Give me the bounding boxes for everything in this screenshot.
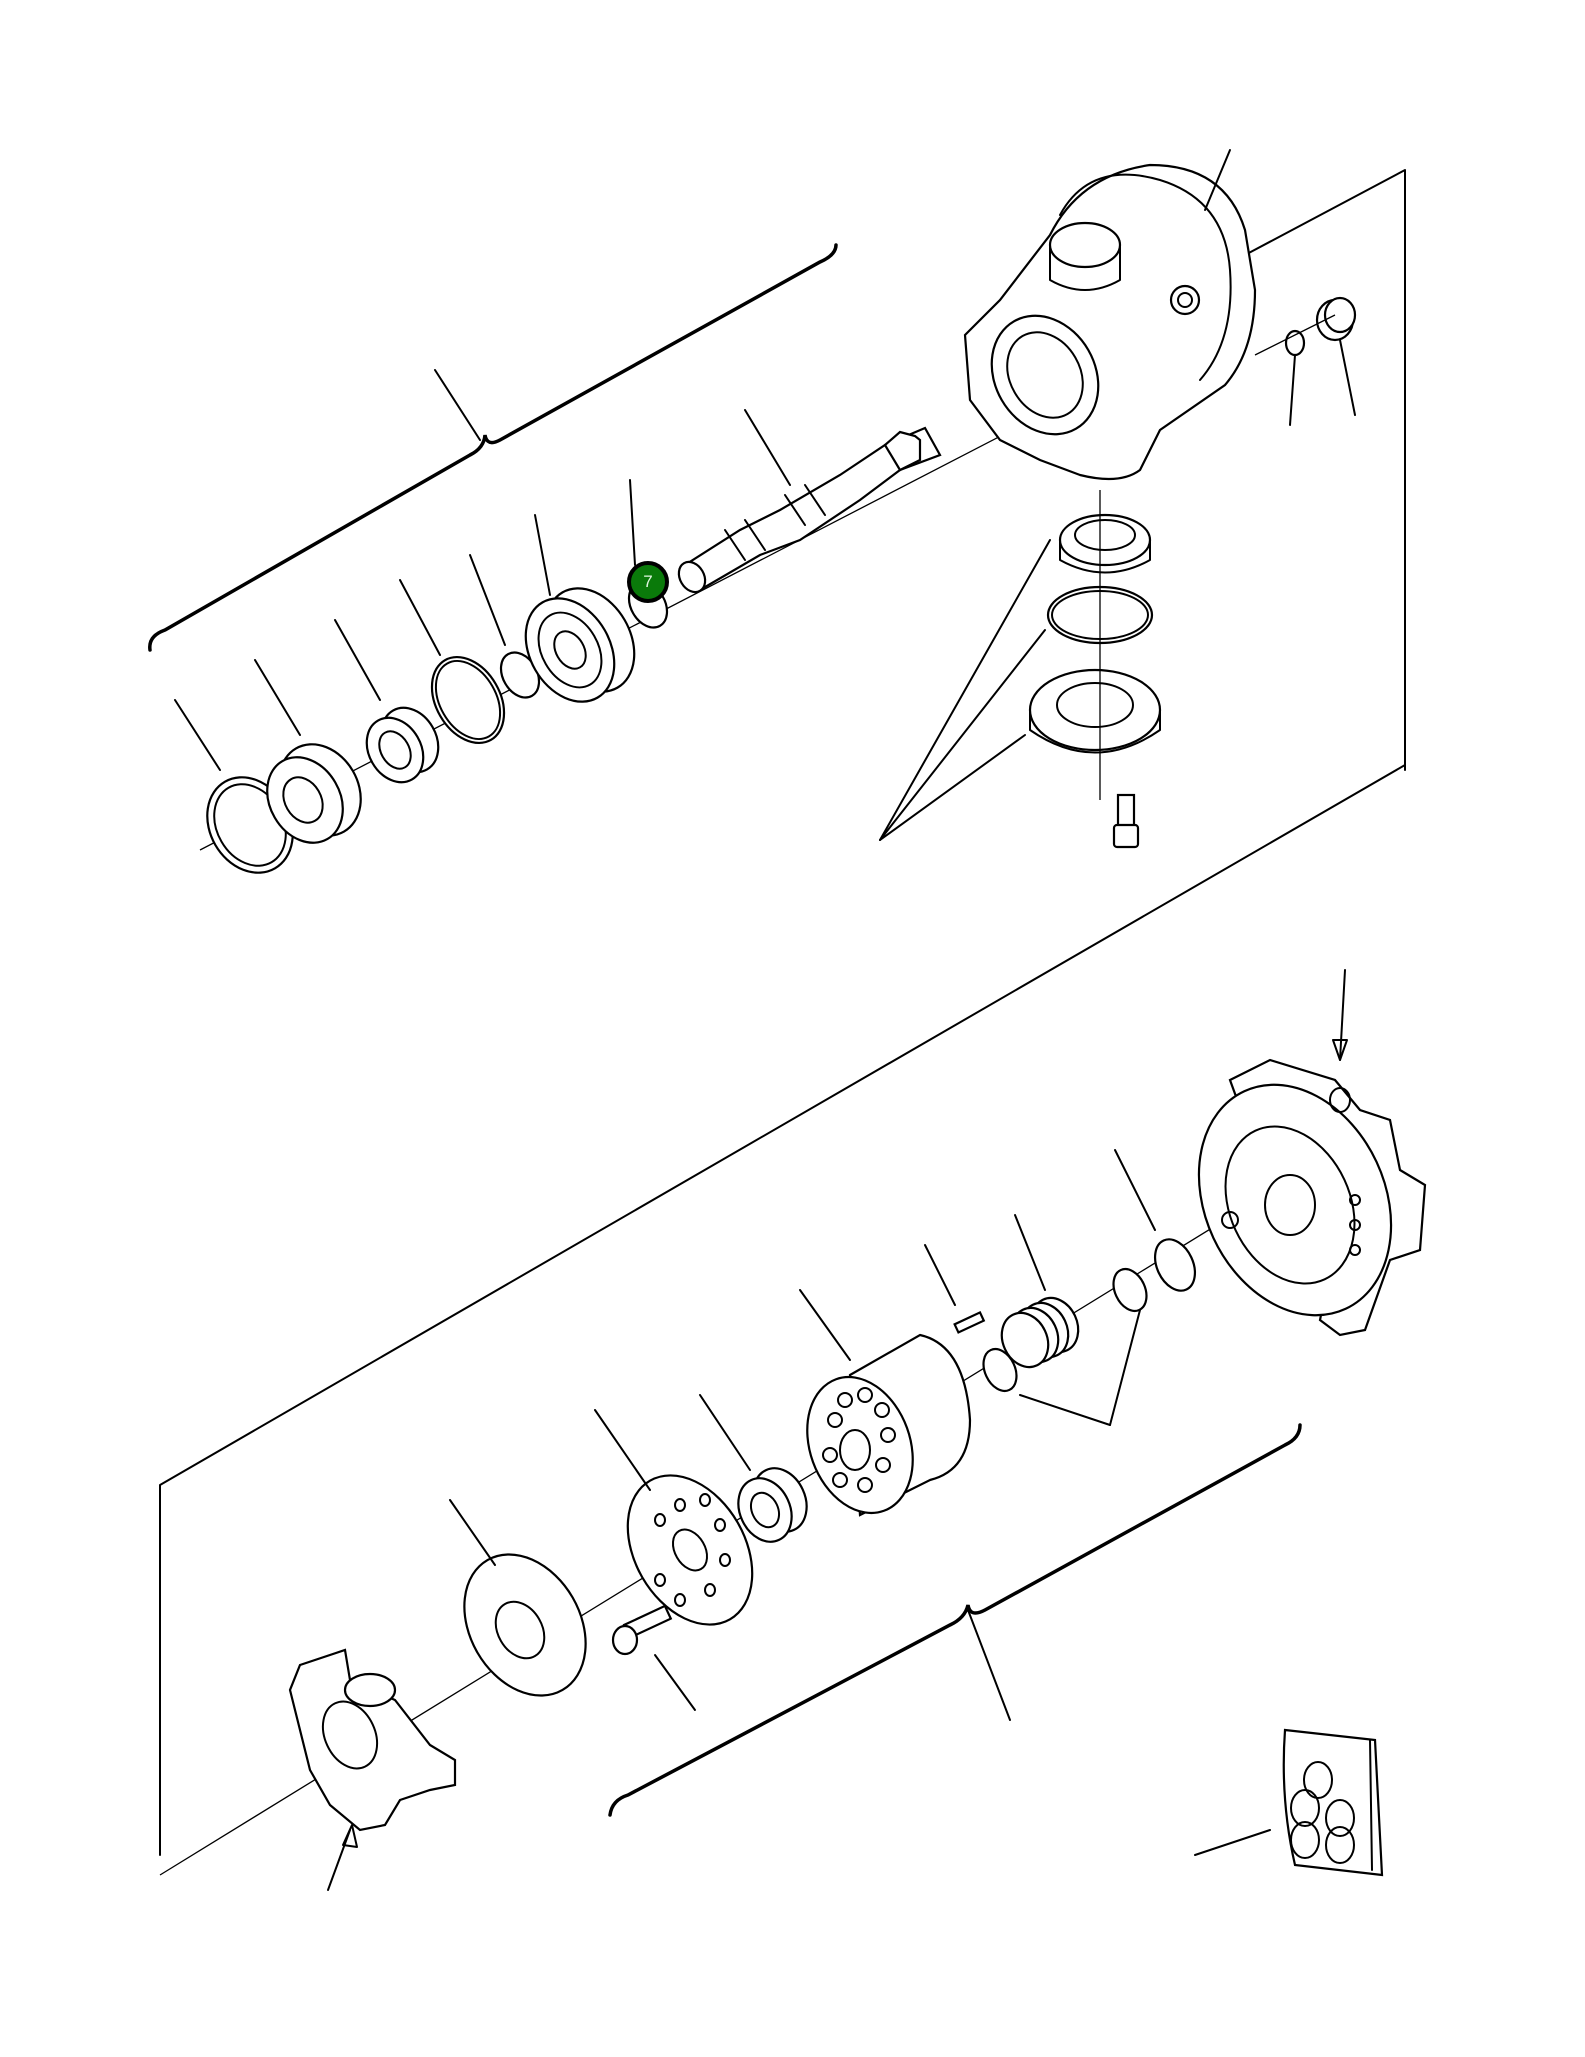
part-guide-pin — [611, 1604, 696, 1711]
part-seal-kit-pack — [1194, 1728, 1384, 1877]
part-plug-with-o-ring — [1254, 296, 1357, 426]
part-circlip-lower — [1114, 1149, 1197, 1292]
part-shaft-seal-kit — [879, 490, 1162, 849]
callout-hotspot-7[interactable]: 7 — [627, 561, 669, 603]
part-retaining-ring — [627, 479, 669, 629]
callout-number: 7 — [643, 572, 653, 591]
part-o-ring — [399, 579, 506, 745]
part-spring — [1000, 1214, 1080, 1369]
part-thrust-washer — [449, 1499, 587, 1697]
part-pin — [924, 1244, 986, 1334]
part-drive-shaft — [677, 409, 942, 594]
part-needle-bearing — [699, 1394, 808, 1543]
part-shim-washers — [982, 1267, 1148, 1426]
part-seal-carrier — [254, 659, 362, 844]
group-bracket-upper — [148, 243, 838, 652]
part-retainer-plate — [594, 1409, 754, 1626]
part-cylinder-block — [799, 1289, 972, 1517]
part-end-cover — [1197, 969, 1427, 1337]
part-ball-bearing — [524, 514, 636, 703]
part-motor-housing — [963, 149, 1257, 481]
group-bracket-lower — [608, 1423, 1302, 1817]
part-spacer-ring — [334, 619, 440, 784]
part-swash-block — [288, 1648, 457, 1891]
assembly-frame — [159, 169, 1406, 1856]
